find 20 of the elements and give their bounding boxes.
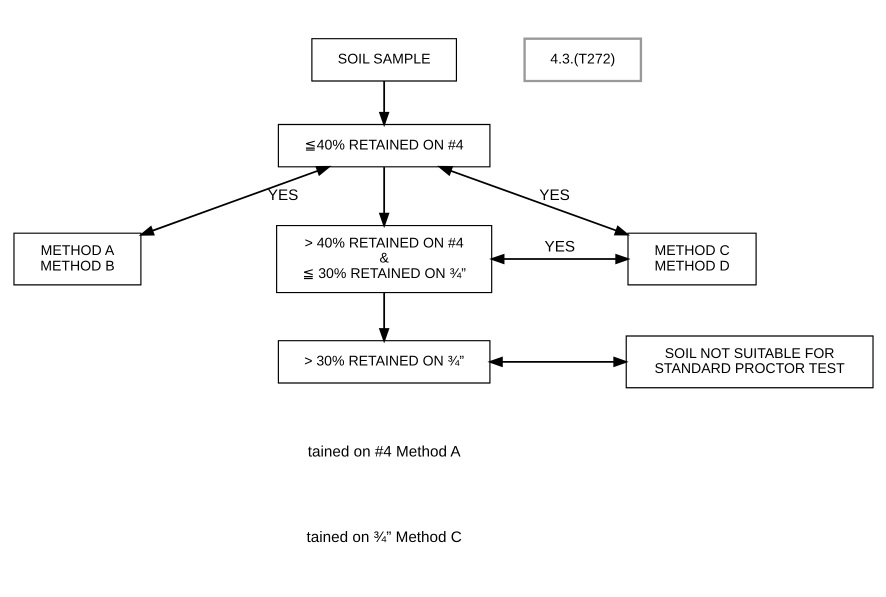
node-box: 4.3.(T272) (522, 37, 642, 82)
arrow (486, 356, 628, 367)
edge-label: YES (544, 238, 575, 255)
node-box: METHOD A METHOD B (12, 232, 141, 285)
edge-label: YES (538, 186, 570, 204)
arrow (436, 165, 630, 235)
label: tained on #4 Method A (307, 442, 460, 460)
node-box: > 30% RETAINED ON ¾” (277, 340, 490, 384)
node-box: SOIL NOT SUITABLE FOR STANDARD PROCTOR TEST (625, 334, 874, 388)
edge-label: YES (267, 186, 298, 204)
node-box: METHOD C METHOD D (626, 232, 756, 285)
arrow (138, 165, 331, 236)
node-box: ≦40% RETAINED ON #4 (277, 123, 490, 167)
arrow (488, 253, 630, 264)
node-box: > 40% RETAINED ON #4 & ≦ 30% RETAINED ON ¾” (276, 224, 492, 293)
arrow (378, 80, 389, 127)
node-box: SOIL SAMPLE (310, 38, 457, 82)
arrow (378, 166, 389, 228)
arrow (378, 292, 389, 343)
label: tained on ¾” Method C (306, 528, 462, 546)
